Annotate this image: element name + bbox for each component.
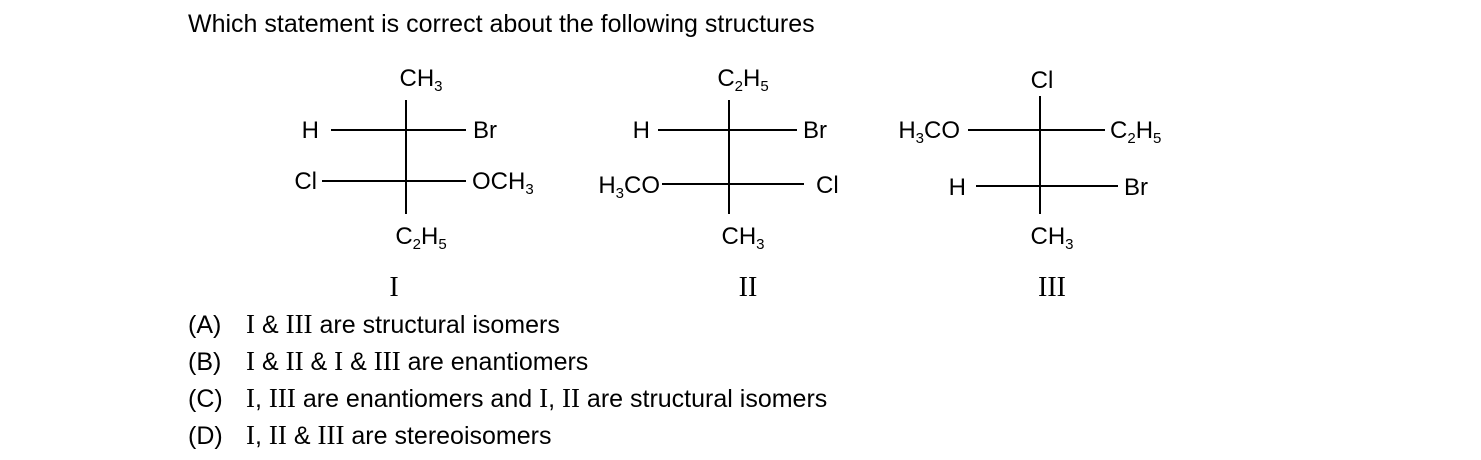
structure-3-top-group: Cl [1031, 67, 1054, 94]
structure-2-top-group: C2​H5​ [717, 65, 768, 95]
structure-1-row2-right: OCH3​ [472, 168, 534, 198]
structure-3-row1-left: H3​CO [898, 117, 960, 147]
option-c-text: I, III are enantiomers and I, II are str… [246, 383, 828, 413]
structure-3: Cl CH3​ H3​CO C2​H5​ H Br III [898, 67, 1161, 303]
structure-3-row2-left: H [949, 174, 966, 201]
option-a-text: I & III are structural isomers [246, 309, 560, 339]
structure-2-row1-right: Br [803, 117, 827, 144]
option-b-text: I & II & I & III are enantiomers [246, 346, 589, 376]
structure-2-bottom-group: CH3​ [721, 223, 764, 253]
option-d-label: (D) [188, 422, 223, 450]
option-d[interactable]: (D) I, II & III are stereoisomers [188, 419, 827, 456]
structure-1: CH3​ C2​H5​ H Br Cl OCH3​ I [294, 65, 533, 303]
structure-1-bottom-group: C2​H5​ [395, 223, 446, 253]
structure-2-numeral: II [739, 272, 758, 303]
structure-3-numeral: III [1038, 272, 1066, 303]
structure-3-row1-right: C2​H5​ [1110, 117, 1161, 147]
option-b-label: (B) [188, 348, 222, 376]
structure-2-row2-left: H3​CO [598, 172, 660, 202]
structure-1-row2-left: Cl [294, 168, 317, 195]
question-text: Which statement is correct about the fol… [188, 10, 815, 38]
structure-2-row2-right: Cl [816, 172, 839, 199]
option-a[interactable]: (A) I & III are structural isomers [188, 308, 827, 345]
structure-1-row1-right: Br [473, 117, 497, 144]
answer-options: (A) I & III are structural isomers (B) I &… [188, 308, 827, 456]
option-c[interactable]: (C) I, III are enantiomers and I, II are … [188, 382, 827, 419]
structure-2-row1-left: H [633, 117, 650, 144]
structure-1-top-group: CH3​ [399, 65, 442, 95]
structure-1-row1-left: H [302, 117, 319, 144]
structure-3-row2-right: Br [1124, 174, 1148, 201]
option-d-text: I, II & III are stereoisomers [246, 420, 552, 450]
option-c-label: (C) [188, 385, 223, 413]
structure-1-numeral: I [389, 272, 398, 303]
option-a-label: (A) [188, 311, 222, 339]
fischer-projections: CH3​ C2​H5​ H Br Cl OCH3​ I C2​H5​ CH3​ … [294, 65, 1161, 303]
structure-2: C2​H5​ CH3​ H Br H3​CO Cl II [598, 65, 838, 303]
option-b[interactable]: (B) I & II & I & III are enantiomers [188, 345, 827, 382]
structure-3-bottom-group: CH3​ [1030, 223, 1073, 253]
